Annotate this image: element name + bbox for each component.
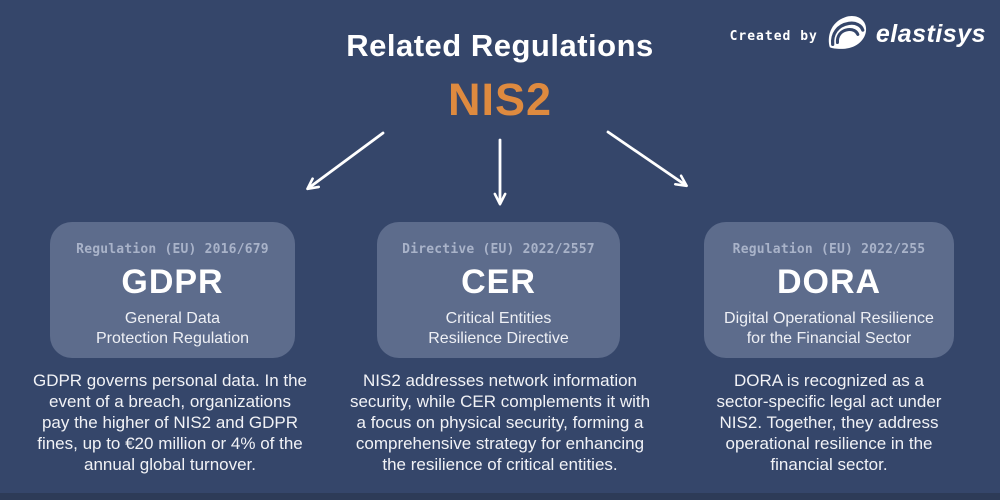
dora-description: DORA is recognized as a sector-specific … [716, 371, 942, 474]
page-title: Related Regulations [346, 28, 654, 63]
bottom-strip [0, 493, 1000, 500]
card-regulation-label: Directive (EU) 2022/2557 [402, 242, 595, 257]
card-cer: Directive (EU) 2022/2557 CER Critical En… [377, 222, 620, 358]
card-full-name: General Data Protection Regulation [96, 310, 249, 347]
arrow-down-right-icon [606, 130, 688, 188]
card-full-name: Critical Entities Resilience Directive [428, 310, 569, 347]
card-acronym: CER [461, 263, 536, 301]
card-gdpr: Regulation (EU) 2016/679 GDPR General Da… [50, 222, 295, 358]
card-regulation-label: Regulation (EU) 2022/255 [732, 242, 926, 257]
card-dora: Regulation (EU) 2022/255 DORA Digital Op… [704, 222, 954, 358]
nis2-heading: NIS2 [447, 74, 553, 125]
created-by-label: Created by [729, 28, 818, 44]
cer-description: NIS2 addresses network information secur… [349, 371, 651, 474]
card-full-name: Digital Operational Resilience for the F… [724, 310, 934, 347]
card-regulation-label: Regulation (EU) 2016/679 [76, 242, 269, 257]
credit-block: Created by elastisys [730, 12, 986, 52]
arrow-down-left-icon [306, 131, 385, 191]
gdpr-description: GDPR governs personal data. In the event… [32, 371, 308, 474]
card-acronym: GDPR [121, 263, 224, 301]
card-acronym: DORA [776, 263, 882, 301]
elastisys-swirl-icon [826, 12, 868, 52]
brand-wordmark: elastisys [875, 19, 986, 48]
